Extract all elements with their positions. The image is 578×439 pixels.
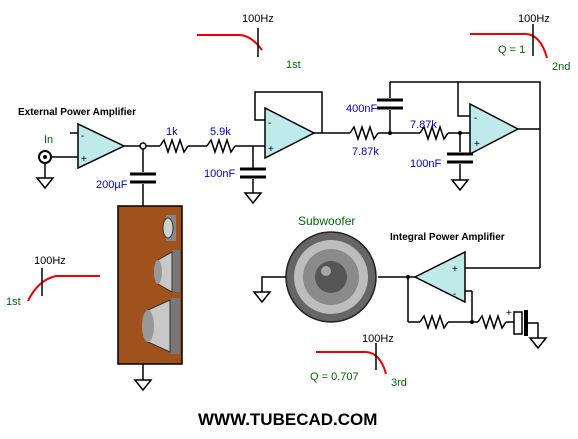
- freq-label: 100Hz: [34, 255, 66, 267]
- plot-first-order-lowpass: 100Hz 1st: [197, 13, 301, 71]
- q-label: Q = 0.707: [310, 371, 359, 383]
- resistor-ground-leg: [477, 313, 507, 331]
- ground-symbol: [35, 177, 55, 190]
- input-label: In: [44, 134, 53, 146]
- capacitor-first: [240, 167, 266, 179]
- junction-node: [139, 142, 147, 150]
- svg-text:+: +: [506, 308, 512, 319]
- response-curve: [27, 275, 100, 302]
- response-curve: [197, 34, 263, 51]
- integral-amp-opamp: + -: [413, 250, 466, 304]
- website-url: WWW.TUBECAD.COM: [198, 410, 377, 429]
- speaker-cabinet: [117, 205, 183, 365]
- svg-text:-: -: [81, 131, 84, 142]
- ground-symbol: [252, 291, 272, 304]
- svg-text:-: -: [474, 113, 477, 124]
- response-curve: [470, 32, 548, 59]
- wire: [528, 322, 539, 338]
- midrange-icon: [154, 250, 180, 293]
- ground-symbol: [243, 192, 263, 205]
- subwoofer-label: Subwoofer: [298, 214, 355, 228]
- c-first-label: 100nF: [204, 168, 235, 180]
- capacitor-second: [447, 152, 473, 164]
- freq-label: 100Hz: [518, 13, 550, 25]
- resistor-r4: [419, 124, 449, 142]
- dc-blocking-capacitor: +: [506, 308, 528, 336]
- c-feedback-label: 400nF: [346, 103, 377, 115]
- order-label: 1st: [6, 296, 21, 308]
- woofer-icon: [142, 298, 180, 354]
- freq-label: 100Hz: [242, 13, 274, 25]
- integral-amp-title: Integral Power Amplifier: [390, 232, 505, 243]
- plot-third-order: 100Hz Q = 0.707 3rd: [310, 333, 407, 389]
- feedback-wire: [254, 91, 323, 133]
- resistor-r3: [349, 124, 379, 142]
- sallen-key-opamp: - +: [469, 102, 520, 156]
- plot-second-order-lowpass: 100Hz Q = 1 2nd: [470, 13, 570, 73]
- svg-text:+: +: [474, 139, 480, 150]
- resistor-feedback: [419, 313, 449, 331]
- input-jack: [38, 150, 52, 164]
- svg-text:+: +: [81, 154, 87, 165]
- svg-text:+: +: [452, 264, 458, 275]
- c-coupling-label: 200µF: [96, 179, 128, 191]
- tweeter-icon: [162, 215, 176, 241]
- order-label: 3rd: [391, 377, 407, 389]
- buffer-opamp: - +: [264, 106, 316, 160]
- resistor-r2: [206, 137, 236, 155]
- subwoofer-icon: [285, 231, 377, 323]
- svg-text:+: +: [268, 144, 274, 155]
- ground-symbol: [528, 337, 548, 350]
- r2-label: 5.9k: [210, 126, 231, 138]
- plot-first-order-highpass: 100Hz 1st: [6, 255, 100, 308]
- c-second-label: 100nF: [410, 158, 441, 170]
- order-label: 2nd: [552, 61, 570, 73]
- q-label: Q = 1: [498, 44, 525, 56]
- wire: [261, 276, 286, 292]
- external-amp-opamp: - +: [77, 122, 126, 170]
- capacitor-coupling: [130, 172, 156, 184]
- ground-symbol: [133, 379, 153, 392]
- svg-text:-: -: [453, 289, 456, 300]
- freq-label: 100Hz: [362, 333, 394, 345]
- svg-text:-: -: [268, 118, 271, 129]
- external-amp-title: External Power Amplifier: [18, 107, 136, 118]
- ground-symbol: [450, 179, 470, 192]
- r1-label: 1k: [166, 126, 178, 138]
- capacitor-feedback: [377, 98, 403, 110]
- order-label: 1st: [286, 59, 301, 71]
- r4-label: 7.87k: [410, 119, 437, 131]
- resistor-r1: [159, 137, 189, 155]
- r3-label: 7.87k: [352, 146, 379, 158]
